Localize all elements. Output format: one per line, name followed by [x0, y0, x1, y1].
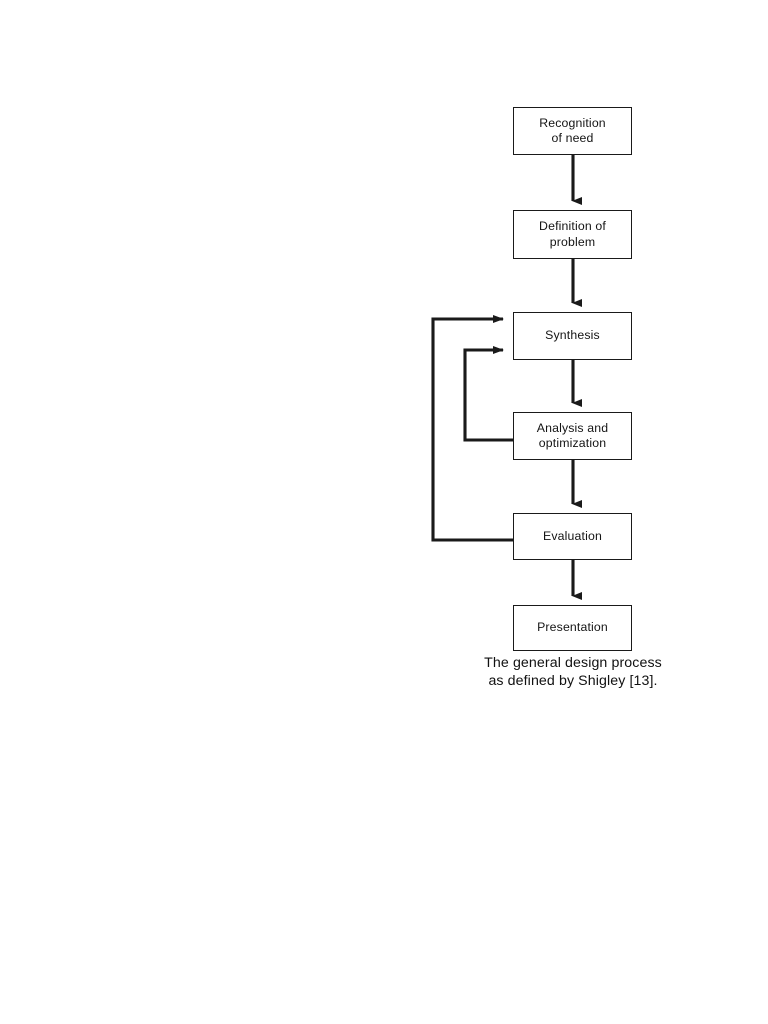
node-presentation[interactable]: Presentation — [513, 605, 632, 651]
node-label-definition-of-problem: Definition of problem — [539, 219, 606, 249]
node-definition-of-problem[interactable]: Definition of problem — [513, 210, 632, 259]
node-analysis-and-optimization[interactable]: Analysis and optimization — [513, 412, 632, 460]
feedback-analysis-to-synthesis — [463, 346, 513, 442]
figure-caption: The general design process as defined by… — [484, 655, 662, 689]
node-label-presentation: Presentation — [537, 620, 608, 635]
feedback-evaluation-to-synthesis — [431, 315, 513, 542]
node-label-recognition-of-need: Recognition of need — [539, 115, 606, 146]
node-label-analysis-and-optimization: Analysis and optimization — [536, 420, 609, 451]
node-evaluation[interactable]: Evaluation — [513, 513, 632, 560]
node-label-synthesis: Synthesis — [545, 328, 600, 343]
node-synthesis[interactable]: Synthesis — [513, 312, 632, 360]
node-recognition-of-need[interactable]: Recognition of need — [513, 107, 632, 155]
node-label-evaluation: Evaluation — [543, 528, 602, 543]
